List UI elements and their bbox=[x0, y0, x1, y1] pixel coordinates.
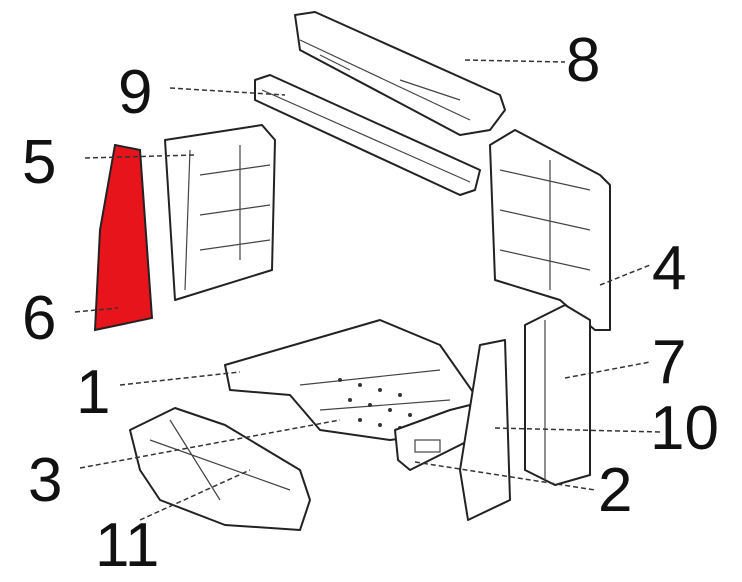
part-7 bbox=[524, 304, 591, 486]
label-part-10: 10 bbox=[650, 394, 719, 463]
label-part-3: 3 bbox=[28, 446, 63, 515]
part-8 bbox=[294, 11, 506, 136]
label-part-5: 5 bbox=[22, 128, 57, 197]
part-9 bbox=[254, 74, 481, 196]
part-11 bbox=[129, 407, 311, 531]
label-part-1: 1 bbox=[76, 358, 111, 427]
part-10 bbox=[459, 339, 511, 521]
label-part-2: 2 bbox=[598, 456, 633, 525]
label-part-7: 7 bbox=[652, 328, 687, 397]
part-5 bbox=[164, 124, 276, 301]
label-part-11: 11 bbox=[95, 511, 160, 580]
label-part-8: 8 bbox=[566, 26, 601, 95]
label-part-9: 9 bbox=[118, 58, 153, 127]
leader-lines bbox=[74, 59, 661, 521]
part-6-highlighted bbox=[93, 143, 154, 332]
label-part-6: 6 bbox=[22, 284, 57, 353]
part-4 bbox=[489, 129, 611, 331]
label-part-4: 4 bbox=[652, 234, 687, 303]
